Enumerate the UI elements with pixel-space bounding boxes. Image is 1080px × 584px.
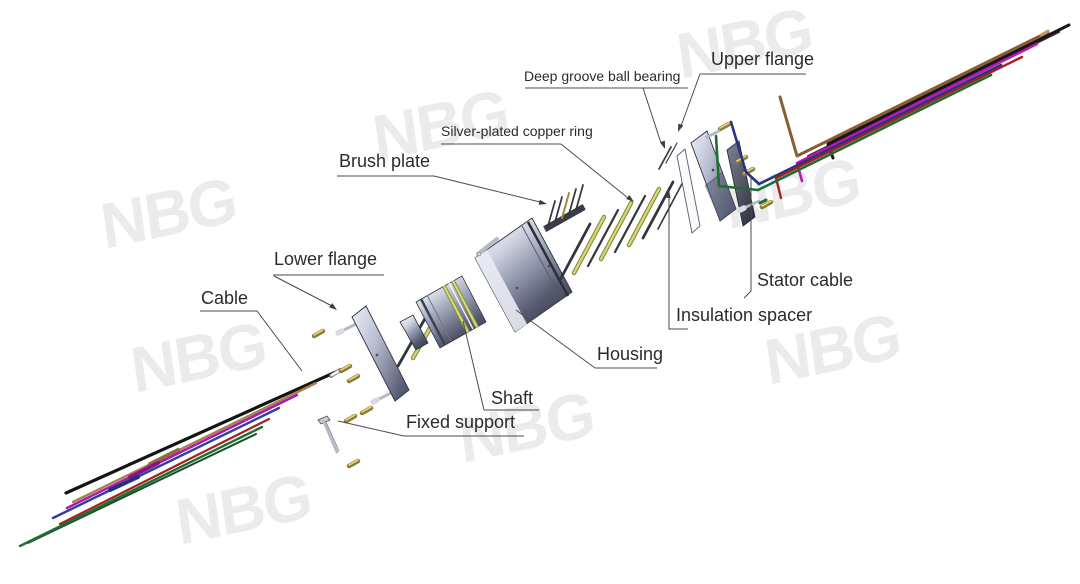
label-fixed-support: Fixed support (406, 412, 516, 432)
leader-housing (515, 309, 596, 369)
leader-insulation (668, 196, 688, 330)
label-insulation-spacer: Insulation spacer (676, 305, 813, 325)
label-cable: Cable (201, 288, 249, 308)
upper-flange-part (690, 130, 756, 227)
leader-cable (200, 310, 303, 372)
leader-shaft (462, 320, 485, 411)
leader-bearing (642, 87, 662, 144)
label-shaft: Shaft (491, 388, 534, 408)
stator-cable-assembly (714, 23, 1071, 200)
leader-upper-flange (680, 73, 701, 127)
label-silver-plated-copper-ring: Silver-plated copper ring (441, 123, 593, 139)
lower-flange-part (351, 305, 410, 402)
leader-lower-flange (273, 275, 333, 307)
mounting-studs-lower (311, 322, 393, 469)
leader-stator-cable (743, 177, 752, 299)
label-lower-flange: Lower flange (274, 249, 378, 269)
label-housing: Housing (597, 344, 664, 364)
washer-disc (676, 148, 701, 234)
housing-part (474, 217, 573, 333)
leader-fixed-support (337, 420, 405, 437)
ball-bearing-part (658, 142, 678, 170)
brush-plate-part (543, 184, 586, 232)
label-stator-cable: Stator cable (757, 270, 854, 290)
shaft-part (399, 275, 487, 351)
fixed-support-pin (317, 415, 340, 454)
leader-brush-plate (433, 175, 541, 203)
ring-stack (558, 179, 685, 282)
leader-lines (200, 73, 806, 437)
label-upper-flange: Upper flange (711, 49, 815, 69)
label-brush-plate: Brush plate (339, 151, 431, 171)
rotor-cable-bundle (18, 367, 343, 548)
leader-silver-ring (560, 143, 629, 199)
leader-arrowheads (329, 123, 684, 310)
label-deep-groove-ball-bearing: Deep groove ball bearing (524, 68, 681, 84)
